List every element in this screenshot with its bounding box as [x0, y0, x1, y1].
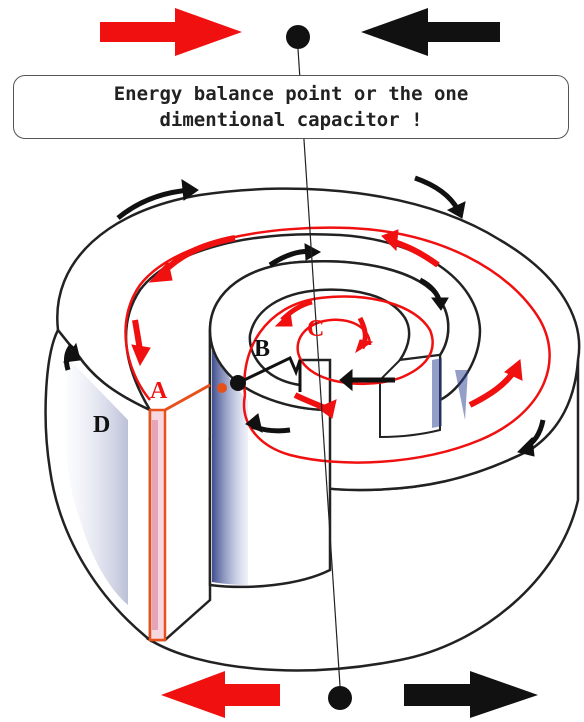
bottom-balance-dot: [328, 686, 352, 710]
top-red-arrow-icon: [100, 8, 242, 56]
center-balance-dot: [230, 375, 246, 391]
bottom-arrows: [161, 671, 538, 718]
a-connector-line: [165, 385, 210, 410]
top-black-arrow-icon: [361, 8, 500, 56]
inner-coil-end-shading: [432, 358, 442, 428]
center-balance-dot-red: [217, 383, 227, 393]
callout-line-2: dimentional capacitor !: [14, 107, 568, 133]
callout-line-1: Energy balance point or the one: [14, 81, 568, 107]
top-arrows: [100, 8, 500, 56]
bottom-black-arrow-icon: [404, 671, 538, 718]
label-b: B: [254, 336, 270, 363]
cut-edge-a-shading: [152, 420, 158, 630]
label-a: A: [150, 378, 167, 405]
label-d: D: [93, 412, 110, 439]
bottom-red-arrow-icon: [161, 671, 280, 718]
top-balance-dot: [286, 25, 310, 49]
energy-balance-callout: Energy balance point or the one dimentio…: [13, 75, 569, 139]
label-c: C: [307, 316, 324, 343]
